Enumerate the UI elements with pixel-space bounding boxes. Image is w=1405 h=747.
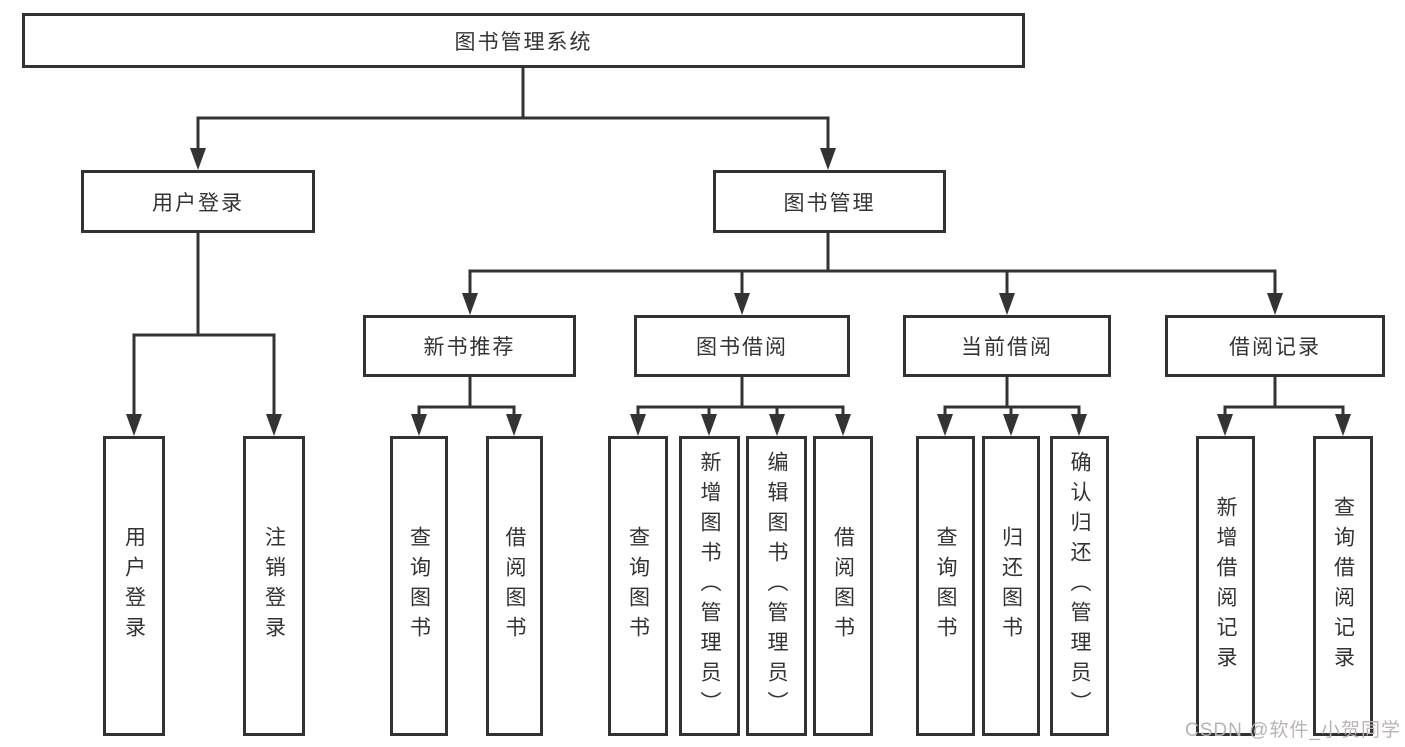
arrow-down-icon (999, 293, 1015, 315)
arrow-down-icon (1267, 293, 1283, 315)
leaf-query-books-2: 查询图书 (608, 436, 668, 736)
node-book-borrow: 图书借阅 (634, 315, 850, 377)
arrow-down-icon (734, 293, 750, 315)
connector-borrow-records (1217, 377, 1351, 436)
node-label: 查询图书 (934, 526, 957, 646)
connector-book-management (462, 233, 1283, 315)
arrow-down-icon (769, 414, 785, 436)
arrow-down-icon (835, 414, 851, 436)
node-label: 查询图书 (407, 526, 431, 646)
leaf-borrow-books-1: 借阅图书 (486, 436, 543, 736)
arrow-down-icon (266, 414, 282, 436)
connector-root (190, 68, 836, 170)
node-borrow-records: 借阅记录 (1165, 315, 1385, 377)
connector-current-borrow (937, 377, 1087, 436)
leaf-user-login: 用户登录 (103, 436, 165, 736)
arrow-down-icon (630, 414, 646, 436)
node-label: 图书管理系统 (454, 30, 593, 54)
connector-user-login (126, 233, 282, 436)
node-label: 当前借阅 (961, 336, 1053, 359)
arrow-down-icon (820, 148, 836, 170)
arrow-down-icon (1003, 414, 1019, 436)
arrow-down-icon (1217, 414, 1233, 436)
connector-new-book-recommend (411, 377, 522, 436)
node-label: 编辑图书（管理员） (765, 451, 788, 721)
node-label: 新增借阅记录 (1214, 496, 1237, 676)
connector-book-borrow (630, 377, 851, 436)
arrow-down-icon (937, 414, 953, 436)
leaf-confirm-return-admin: 确认归还（管理员） (1050, 436, 1109, 736)
leaf-query-borrow-record: 查询借阅记录 (1313, 436, 1373, 736)
arrow-down-icon (126, 414, 142, 436)
csdn-watermark: CSDN @软件_小贺同学 (1185, 720, 1401, 741)
leaf-return-books: 归还图书 (982, 436, 1040, 736)
arrow-down-icon (506, 414, 522, 436)
arrow-down-icon (190, 148, 206, 170)
arrow-down-icon (701, 414, 717, 436)
node-label: 查询图书 (626, 526, 650, 646)
leaf-logout: 注销登录 (243, 436, 305, 736)
node-label: 新增图书（管理员） (698, 451, 721, 721)
node-label: 用户登录 (122, 526, 146, 646)
node-label: 注销登录 (262, 526, 286, 646)
node-label: 归还图书 (999, 526, 1023, 646)
arrow-down-icon (1335, 414, 1351, 436)
arrow-down-icon (1071, 414, 1087, 436)
node-label: 图书借阅 (696, 336, 788, 359)
leaf-query-books-1: 查询图书 (390, 436, 448, 736)
leaf-add-books-admin: 新增图书（管理员） (679, 436, 740, 736)
node-label: 借阅图书 (831, 526, 855, 646)
node-label: 新书推荐 (423, 336, 516, 359)
leaf-edit-books-admin: 编辑图书（管理员） (746, 436, 807, 736)
node-label: 借阅图书 (503, 526, 526, 646)
node-label: 用户登录 (152, 191, 244, 215)
arrow-down-icon (462, 293, 478, 315)
node-user-login: 用户登录 (81, 170, 315, 233)
node-book-management: 图书管理 (713, 170, 946, 233)
node-label: 图书管理 (783, 191, 876, 215)
node-label: 确认归还（管理员） (1068, 451, 1091, 721)
leaf-borrow-books-2: 借阅图书 (813, 436, 873, 736)
node-new-book-recommend: 新书推荐 (363, 315, 576, 377)
node-current-borrow: 当前借阅 (903, 315, 1111, 377)
leaf-add-borrow-record: 新增借阅记录 (1196, 436, 1255, 736)
node-label: 查询借阅记录 (1331, 496, 1355, 676)
node-label: 借阅记录 (1229, 336, 1321, 359)
node-library-system: 图书管理系统 (22, 13, 1025, 68)
leaf-query-books-3: 查询图书 (916, 436, 975, 736)
arrow-down-icon (411, 414, 427, 436)
